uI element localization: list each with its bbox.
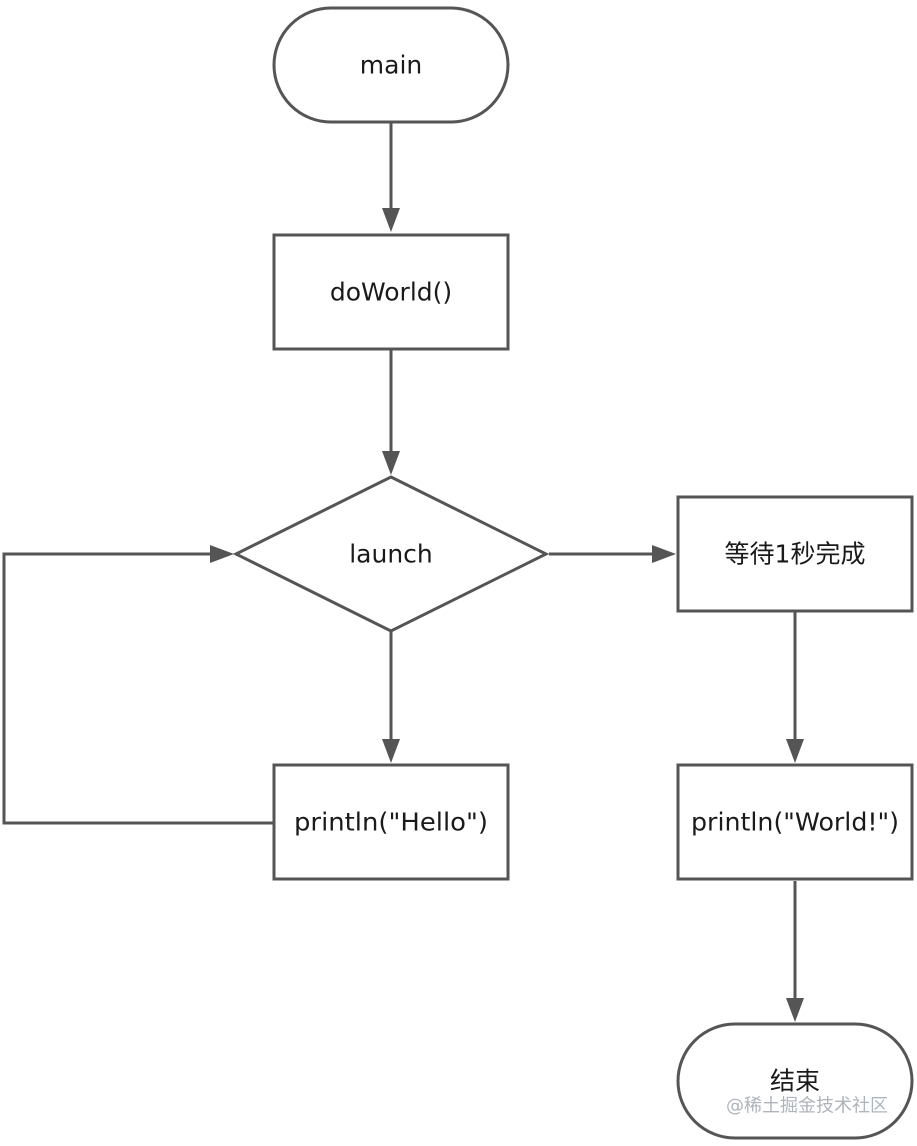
node-print-world: println("World!") (676, 763, 914, 881)
process-shape (676, 495, 914, 613)
node-end-label: 结束 (770, 1067, 820, 1096)
node-main: main (272, 6, 510, 124)
arrowhead-down-icon (786, 739, 804, 763)
node-print-hello: println("Hello") (272, 763, 510, 881)
node-wait: 等待1秒完成 (676, 495, 914, 613)
arrowhead-down-icon (382, 739, 400, 763)
edge-hello-loop-to-launch (2, 552, 273, 825)
node-print-world-label: println("World!") (691, 808, 899, 837)
node-launch-label: launch (349, 540, 433, 569)
watermark: @稀土掘金技术社区 (726, 1096, 888, 1117)
node-end: 结束 (676, 1022, 914, 1140)
terminal-shape (272, 6, 510, 124)
node-launch: launch (232, 475, 550, 633)
node-wait-label: 等待1秒完成 (725, 540, 866, 569)
arrowhead-down-icon (786, 998, 804, 1022)
arrowhead-right-icon (210, 545, 234, 563)
process-shape (272, 233, 510, 351)
arrowhead-right-icon (652, 545, 676, 563)
terminal-shape (676, 1022, 914, 1140)
node-doworld-label: doWorld() (330, 278, 452, 307)
process-shape (676, 763, 914, 881)
arrowhead-down-icon (382, 208, 400, 232)
process-shape (272, 763, 510, 881)
node-main-label: main (360, 51, 422, 80)
node-doworld: doWorld() (272, 233, 510, 351)
arrowhead-down-icon (382, 451, 400, 475)
edges (2, 123, 804, 1022)
node-print-hello-label: println("Hello") (294, 808, 488, 837)
decision-shape (232, 475, 550, 633)
